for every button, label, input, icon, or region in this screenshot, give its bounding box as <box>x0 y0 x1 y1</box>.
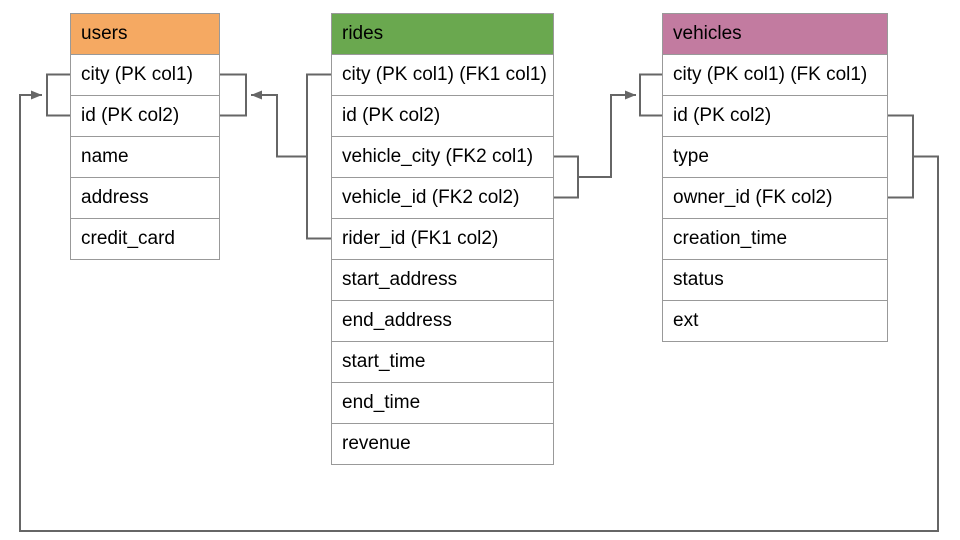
table-row: owner_id (FK col2) <box>663 177 887 218</box>
table-row: credit_card <box>71 218 219 259</box>
table-row: type <box>663 136 887 177</box>
table-users-columns: city (PK col1) id (PK col2) name address… <box>71 54 219 259</box>
table-row: city (PK col1) <box>71 54 219 95</box>
table-row: vehicle_id (FK2 col2) <box>332 177 553 218</box>
table-row: end_time <box>332 382 553 423</box>
table-row: status <box>663 259 887 300</box>
rides-fk1-bracket <box>306 73 331 240</box>
table-vehicles: vehicles city (PK col1) (FK col1) id (PK… <box>662 13 888 342</box>
users-right-pk-bracket <box>220 73 247 117</box>
table-row: ext <box>663 300 887 341</box>
table-row: vehicle_city (FK2 col1) <box>332 136 553 177</box>
users-left-pk-bracket <box>46 73 70 117</box>
table-row: end_address <box>332 300 553 341</box>
table-row: id (PK col2) <box>663 95 887 136</box>
table-row: address <box>71 177 219 218</box>
table-row: id (PK col2) <box>332 95 553 136</box>
relationship-line-rides-users <box>251 90 307 158</box>
relationship-line-rides-vehicles <box>578 90 636 178</box>
table-vehicles-header: vehicles <box>663 14 887 54</box>
vehicles-right-fk-bracket <box>888 114 914 199</box>
table-vehicles-columns: city (PK col1) (FK col1) id (PK col2) ty… <box>663 54 887 341</box>
table-rides-columns: city (PK col1) (FK1 col1) id (PK col2) v… <box>332 54 553 464</box>
table-row: revenue <box>332 423 553 464</box>
table-row: start_time <box>332 341 553 382</box>
table-row: city (PK col1) (FK1 col1) <box>332 54 553 95</box>
rides-fk2-bracket <box>553 155 579 199</box>
table-row: city (PK col1) (FK col1) <box>663 54 887 95</box>
table-users-header: users <box>71 14 219 54</box>
table-row: name <box>71 136 219 177</box>
table-row: creation_time <box>663 218 887 259</box>
table-row: rider_id (FK1 col2) <box>332 218 553 259</box>
table-rides-header: rides <box>332 14 553 54</box>
table-row: start_address <box>332 259 553 300</box>
table-row: id (PK col2) <box>71 95 219 136</box>
vehicles-left-pk-bracket <box>639 73 662 117</box>
table-users: users city (PK col1) id (PK col2) name a… <box>70 13 220 260</box>
table-rides: rides city (PK col1) (FK1 col1) id (PK c… <box>331 13 554 465</box>
